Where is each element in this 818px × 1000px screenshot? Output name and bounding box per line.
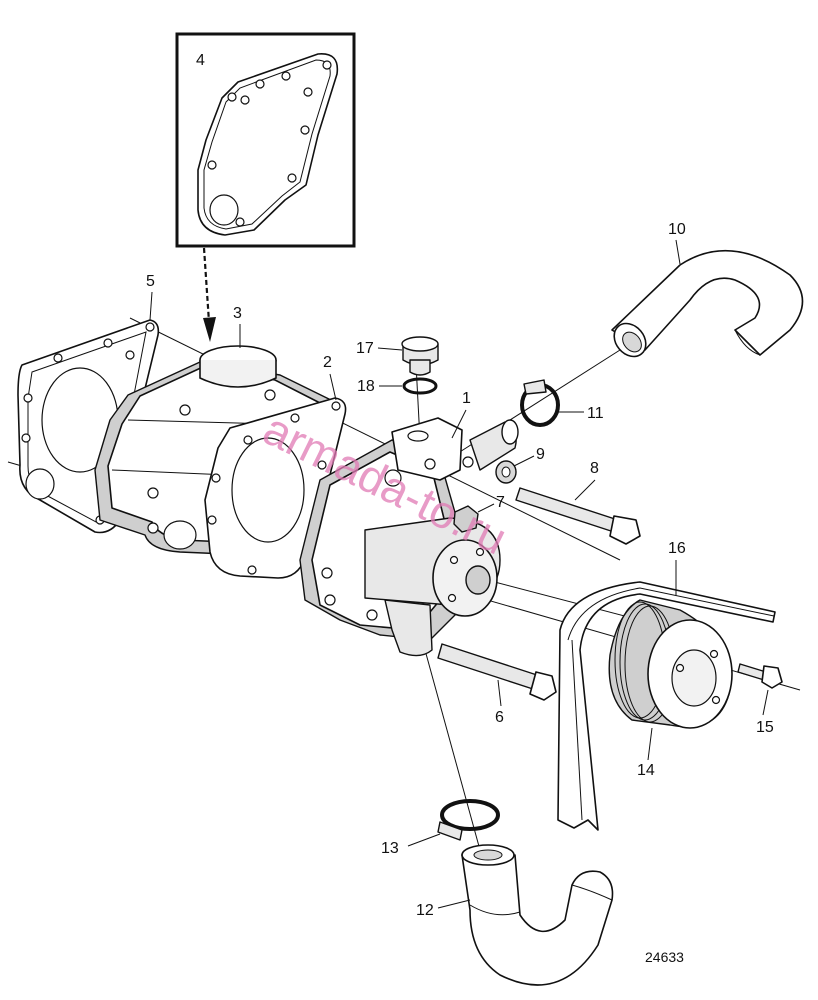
inset-detail-box — [175, 32, 356, 248]
washer-9 — [495, 460, 517, 484]
callout-label-14: 14 — [637, 762, 655, 779]
callout-leader-7 — [477, 503, 495, 513]
callout-label-6: 6 — [495, 709, 504, 726]
callout-leader-14 — [647, 727, 653, 761]
callout-leader-10 — [675, 239, 681, 265]
inset-arrow — [202, 247, 216, 342]
callout-label-5: 5 — [146, 273, 155, 290]
pulley-14 — [608, 599, 733, 729]
nut-7 — [453, 505, 479, 533]
plug-17 — [401, 336, 439, 376]
callout-leader-6 — [497, 679, 502, 707]
callout-leader-15 — [762, 689, 769, 716]
hose-12 — [461, 844, 614, 986]
callout-label-1: 1 — [462, 390, 471, 407]
bolt-6 — [437, 643, 557, 701]
callout-label-4: 4 — [196, 52, 205, 69]
drawing-reference-number: 24633 — [645, 949, 684, 965]
bolt-15 — [737, 663, 783, 689]
callout-leader-1 — [451, 409, 467, 439]
callout-leader-8 — [574, 479, 596, 501]
callout-label-7: 7 — [496, 494, 505, 511]
callout-label-2: 2 — [323, 354, 332, 371]
callout-label-18: 18 — [357, 378, 375, 395]
callout-leader-12 — [437, 899, 471, 909]
callout-label-16: 16 — [668, 540, 686, 557]
callout-label-11: 11 — [587, 405, 604, 422]
callout-label-13: 13 — [381, 840, 399, 857]
callout-leader-17 — [377, 347, 403, 351]
callout-leader-5 — [149, 291, 153, 321]
callout-leader-2 — [329, 373, 337, 401]
hose-10 — [611, 249, 804, 358]
callout-label-9: 9 — [536, 446, 545, 463]
water-pump-1 — [299, 417, 519, 657]
callout-leader-9 — [513, 455, 535, 467]
callout-label-17: 17 — [356, 340, 374, 357]
callout-label-8: 8 — [590, 460, 599, 477]
drive-belt-16 — [557, 581, 776, 831]
bolt-8 — [515, 487, 641, 545]
hose-clamp-13 — [437, 799, 500, 841]
callout-label-15: 15 — [756, 719, 774, 736]
hose-clamp-11 — [520, 379, 560, 427]
callout-label-3: 3 — [233, 305, 242, 322]
callout-label-12: 12 — [416, 902, 434, 919]
seal-ring-18 — [402, 377, 438, 395]
callout-leader-13 — [407, 833, 441, 847]
callout-label-10: 10 — [668, 221, 686, 238]
